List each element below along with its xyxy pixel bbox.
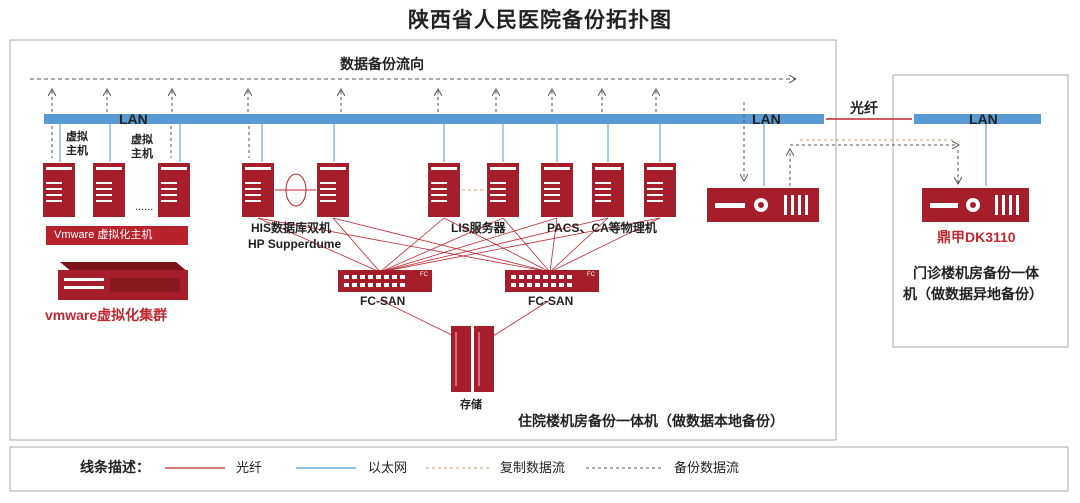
remote-site-frame	[892, 74, 1069, 348]
lan-label-remote: LAN	[969, 111, 998, 127]
lan-label-main-right: LAN	[752, 111, 781, 127]
physical-server-2	[592, 163, 624, 217]
his-server-2	[317, 163, 349, 217]
server-down-arrows	[51, 126, 250, 158]
fc-tag-1: FC	[420, 272, 428, 278]
legend-title: 线条描述：	[80, 459, 150, 475]
backup-flow-lines	[744, 102, 958, 186]
vmware-host-bar	[46, 226, 188, 245]
storage-array	[451, 326, 494, 392]
legend-replication-label: 复制数据流	[500, 460, 566, 475]
fc-san-label-2: FC-SAN	[528, 294, 574, 308]
backup-appliance-remote	[922, 188, 1029, 222]
fc-san-switch-1	[338, 270, 432, 292]
ellipsis-label: ......	[135, 201, 154, 213]
virtual-host-label-1: 虚拟 主机	[66, 131, 88, 157]
fc-san-label-1: FC-SAN	[360, 294, 406, 308]
ethernet-drops	[59, 124, 987, 186]
fc-tag-2: FC	[587, 272, 595, 278]
main-site-caption: 住院楼机房备份一体机（做数据本地备份）	[518, 413, 784, 429]
lis-server-1	[428, 163, 460, 217]
his-server-1	[242, 163, 274, 217]
legend-backup-label: 备份数据流	[674, 460, 740, 475]
storage-label: 存储	[460, 399, 482, 411]
lis-server-2	[487, 163, 519, 217]
lan-label-main: LAN	[119, 111, 148, 127]
his-label-1: HIS数据库双机	[251, 221, 332, 235]
fiber-link-label: 光纤	[850, 100, 878, 116]
pacs-label: PACS、CA等物理机	[547, 221, 657, 235]
virtual-host-label-2: 虚拟 主机	[131, 134, 153, 160]
legend-fiber-label: 光纤	[236, 460, 263, 475]
remote-caption-line-2: 机（做数据异地备份）	[903, 286, 1043, 302]
physical-server-3	[644, 163, 676, 217]
virtual-host-server-1	[43, 163, 75, 217]
lan-bar-remote	[914, 114, 1041, 124]
remote-device-label: 鼎甲DK3110	[937, 229, 1016, 245]
virtual-host-server-2	[93, 163, 125, 217]
his-label-2: HP Supperdume	[248, 237, 342, 251]
main-site-frame	[9, 39, 837, 441]
legend-ethernet-label: 以太网	[368, 460, 408, 475]
vmware-host-bar-label: Vmware 虚拟化主机	[54, 229, 153, 241]
vmware-cluster-appliance	[58, 262, 188, 300]
backup-appliance-main	[707, 188, 819, 222]
lis-label: LIS服务器	[451, 221, 506, 235]
legend-frame	[9, 446, 1069, 492]
lan-bar-main	[44, 114, 824, 124]
fc-san-switch-2	[505, 270, 599, 292]
lan-up-arrows	[52, 90, 656, 112]
fiber-fanout	[257, 217, 661, 339]
flow-direction-label: 数据备份流向	[340, 56, 424, 72]
virtual-host-server-3	[158, 163, 190, 217]
vmware-cluster-label: vmware虚拟化集群	[45, 307, 168, 323]
page-title: 陕西省人民医院备份拓扑图	[408, 9, 672, 32]
physical-server-1	[541, 163, 573, 217]
remote-caption-line-1: 门诊楼机房备份一体	[913, 265, 1039, 281]
